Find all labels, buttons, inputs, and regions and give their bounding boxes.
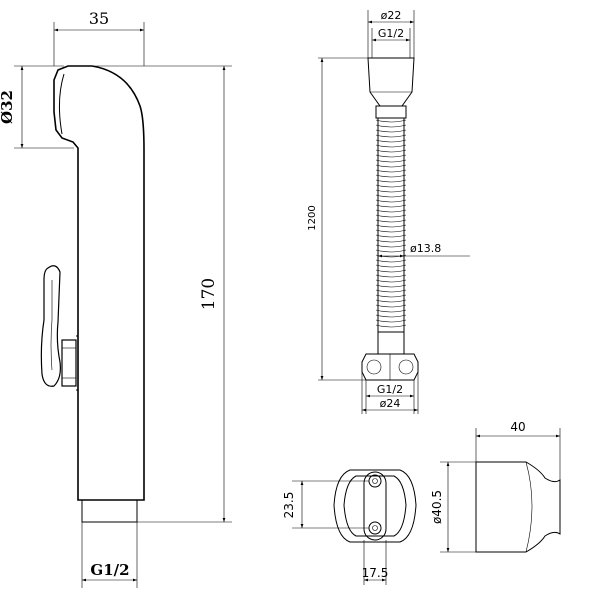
hose-coil [375,134,407,138]
handset-head-diameter-label: Ø32 [0,90,16,124]
hose-top-collar [375,105,407,119]
hose-coil [375,274,407,278]
hose-coil [375,249,407,253]
hose-coil [375,119,407,123]
handset-head-detail [58,73,65,135]
bracket-depth-label: 40 [510,420,525,434]
bracket-front-inner [343,475,407,537]
hose-coil [375,194,407,198]
hose-coil [375,314,407,318]
hose-bottom-collar [377,331,405,355]
hose-coil [375,149,407,153]
hose-coil [375,324,407,328]
handset-trigger-lever [40,265,61,387]
hose-coil [375,309,407,313]
hose-coil [375,189,407,193]
hose-coil [375,264,407,268]
handset-thread-label: G1/2 [90,561,129,579]
hose-coil [375,299,407,303]
hose-coil [375,294,407,298]
hose-diameter-label: ø13.8 [410,242,441,255]
hose-coil [375,279,407,283]
handset-width-label: 35 [89,9,109,28]
hose-coil [375,179,407,183]
hose-top-fitting [367,57,415,107]
hose-coil [375,234,407,238]
hose-coil [375,129,407,133]
hose-coil [375,239,407,243]
hose-coil [375,284,407,288]
bracket-side-view: 40 ø40.5 [430,420,561,553]
handset-length-label: 170 [199,278,219,310]
bracket-screw-hole-top [368,474,382,488]
bracket-front-outer [333,469,417,543]
handset-lever-pivot [61,339,77,387]
hose-coil [375,229,407,233]
hose-bottom-diameter-label: ø24 [380,397,401,410]
hose-coil [375,164,407,168]
hose-coil [375,169,407,173]
hose-coil [375,144,407,148]
hose-coil [375,269,407,273]
hose-coil [375,244,407,248]
bracket-side-body [475,461,561,553]
bracket-offset-label: 17.5 [362,566,389,580]
hose-coil [375,214,407,218]
hose-coil [375,184,407,188]
hose-bottom-thread-label: G1/2 [377,383,403,396]
hose-coil [375,319,407,323]
handset-thread-nut [81,499,138,523]
handset-body [53,65,145,501]
bracket-hole-spacing-label: 23.5 [282,492,296,519]
hose-coil [375,219,407,223]
hose-coil [375,304,407,308]
hose-coil [375,154,407,158]
hose-length-label: 1200 [307,205,318,230]
hose-view: ø22 G1/2 1200 ø13.8 G1/2 ø24 [307,9,470,414]
hose-coils [375,119,407,328]
hose-coil [375,124,407,128]
hose-coil [375,174,407,178]
bracket-diameter-label: ø40.5 [430,490,444,524]
hose-coil [375,224,407,228]
hose-coil [375,139,407,143]
bracket-screw-hole-bottom [368,521,382,535]
hose-coil [375,159,407,163]
handset-view: 35 Ø32 170 G1/2 [0,9,232,588]
hose-top-diameter-label: ø22 [381,9,402,22]
hose-coil [375,209,407,213]
hose-coil [375,289,407,293]
hose-coil [375,259,407,263]
hose-top-thread-label: G1/2 [378,27,404,40]
hose-coil [375,199,407,203]
hose-coil [375,204,407,208]
bracket-front-view: 23.5 17.5 [282,469,417,585]
bracket-slot [363,471,387,541]
